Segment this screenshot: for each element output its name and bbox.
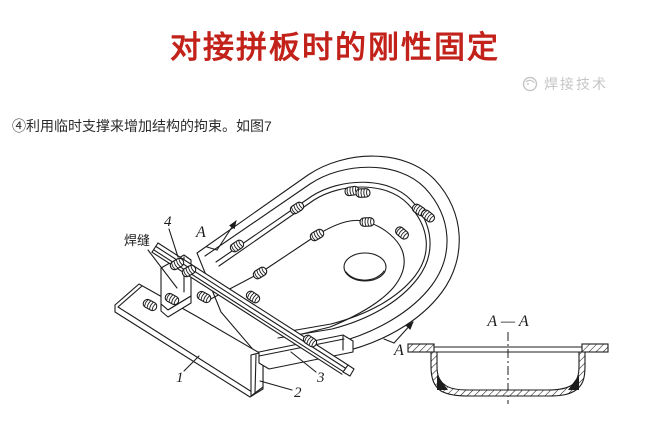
base-plate [114,283,264,398]
weld-seam-leader [147,249,178,289]
part-1-label: 1 [176,370,184,386]
section-mouth-lines [433,346,583,353]
weld-bead-icon [355,187,371,199]
logo-circle-icon [522,76,538,92]
part-4-leader [168,228,179,258]
tray-outer-rim [196,155,460,361]
main-view: 焊缝 4 1 2 3 A A [114,155,460,401]
callouts: 焊缝 4 1 2 3 A A [124,214,414,401]
bar-end-profile [342,364,355,377]
weld-seam-label: 焊缝 [124,233,150,248]
weld-bead-icon [195,289,213,305]
section-view: A — A [407,313,609,404]
part-4-label: 4 [164,214,172,230]
section-title: A — A [486,313,528,330]
section-corner-fillets [437,375,579,390]
part-1-leader [183,355,200,372]
section-wall-band [430,351,586,397]
support-bar-long [151,242,355,377]
section-arrow-bottom-label: A [393,342,404,359]
watermark: 焊接技术 [521,74,608,94]
figure-caption: ④利用临时支撑来增加结构的拘束。如图7 [12,118,272,134]
part-2-leader [259,380,293,391]
part-2-label: 2 [294,385,302,401]
weld-bead-icon [359,217,375,227]
part-3-leader [290,351,317,373]
section-arrow-top-label: A [195,224,206,241]
tray-inner-rim [204,166,448,351]
section-flanges [407,343,609,353]
tray-hole [343,252,387,282]
tray-floor-seam [206,219,405,338]
part-3-label: 3 [316,370,325,386]
watermark-text: 焊接技术 [544,76,608,92]
section-arrow-bottom [383,321,414,344]
page-title: 对接拼板时的刚性固定 [170,30,500,65]
section-arrow-top [206,220,237,251]
tray-wall-top-seam [215,181,431,339]
